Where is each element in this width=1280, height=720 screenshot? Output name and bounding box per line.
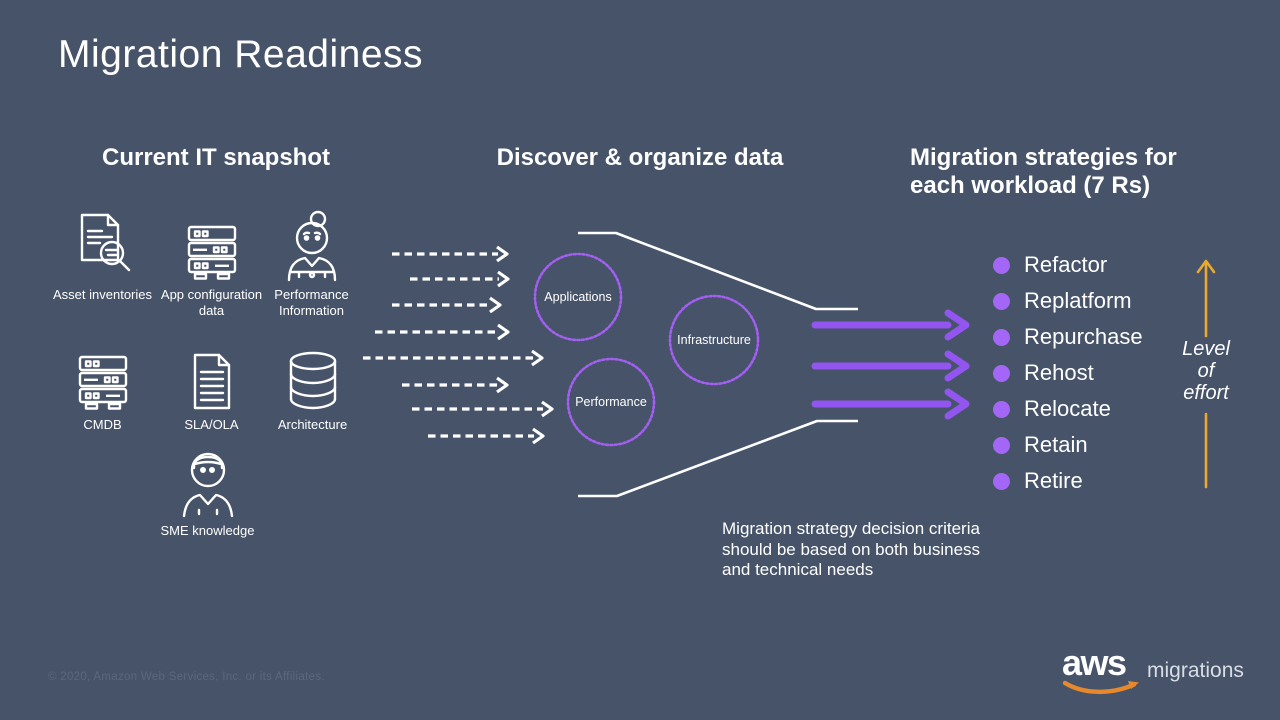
funnel-lines [578,231,858,498]
bubble-infrastructure: Infrastructure [677,333,751,347]
current-it-heading: Current IT snapshot [101,144,330,171]
it-item-cmdb: CMDB [40,348,165,433]
it-item-asset-inventories: Asset inventories [40,210,165,303]
strategy-label: Retain [1024,432,1088,457]
strategy-label: Rehost [1024,360,1094,385]
person-female-icon [282,210,342,282]
strategies-heading: Migration strategies for each workload (… [910,144,1177,199]
copyright-text: © 2020, Amazon Web Services, Inc. or its… [48,671,325,683]
it-item-performance-information: Performance Information [249,210,374,318]
bubble-applications: Applications [544,290,612,304]
document-search-icon [74,210,132,282]
list-item: Retire [993,463,1143,499]
aws-smile-icon [1062,680,1139,695]
page-title: Migration Readiness [58,33,424,76]
seven-rs-list: Refactor Replatform Repurchase Rehost Re… [993,247,1143,499]
bullet-icon [993,364,1010,382]
strategy-label: Relocate [1024,396,1111,421]
it-item-label: App configuration data [160,287,263,318]
aws-logo-text: aws [1062,642,1127,683]
bullet-icon [993,472,1010,490]
it-item-sme-knowledge: SME knowledge [145,446,270,539]
dashed-data-arrows [363,245,554,445]
person-male-icon [178,446,238,518]
bullet-icon [993,436,1010,454]
list-item: Replatform [993,283,1143,319]
bullet-icon [993,292,1010,310]
it-item-label: Asset inventories [53,287,152,302]
it-item-label: SME knowledge [160,523,255,538]
strategy-label: Retire [1024,468,1083,493]
it-item-architecture: Architecture [250,348,375,433]
aws-logo: aws [1062,642,1142,698]
it-item-label: SLA/OLA [184,417,239,432]
bullet-icon [993,400,1010,418]
it-item-label: Performance Information [274,287,349,318]
it-item-label: Architecture [277,417,348,432]
list-item: Relocate [993,391,1143,427]
list-item: Repurchase [993,319,1143,355]
logo-suffix-text: migrations [1147,659,1244,682]
bullet-icon [993,256,1010,274]
list-item: Refactor [993,247,1143,283]
discover-heading: Discover & organize data [496,144,784,171]
server-stack-icon [76,348,130,412]
list-item: Retain [993,427,1143,463]
server-stack-icon [185,210,239,282]
strategy-output-arrows [811,309,970,420]
strategy-label: Replatform [1024,288,1132,313]
strategy-note: Migration strategy decision criteria sho… [722,519,981,579]
list-item: Rehost [993,355,1143,391]
bullet-icon [993,328,1010,346]
database-icon [285,348,341,412]
it-item-label: CMDB [83,417,122,432]
it-item-sla-ola: SLA/OLA [149,348,274,433]
strategy-label: Refactor [1024,252,1108,277]
document-lines-icon [189,348,235,412]
it-item-app-configuration-data: App configuration data [149,210,274,318]
strategy-label: Repurchase [1024,324,1143,349]
level-of-effort-label: Level of effort [1182,338,1230,404]
bubble-performance: Performance [575,395,647,409]
